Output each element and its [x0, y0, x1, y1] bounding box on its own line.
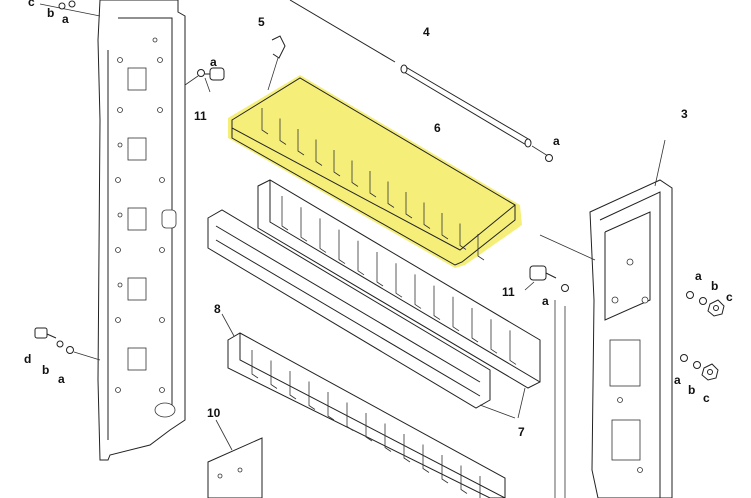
- part-8-rib: [384, 423, 392, 452]
- callout-10: 10: [207, 406, 221, 420]
- guide-7-upper: [257, 179, 541, 389]
- guide-7-rib: [433, 285, 441, 320]
- callout-6: 6: [434, 121, 441, 135]
- guide-rib: [441, 213, 449, 240]
- part-8-rib: [403, 434, 411, 463]
- callout-b-left: b: [42, 363, 49, 377]
- part-8: [221, 313, 506, 498]
- part-8-rib: [441, 455, 449, 484]
- guide-rib: [369, 171, 377, 198]
- guide-7-rib: [319, 218, 327, 253]
- part-8-rib: [422, 444, 430, 473]
- hardware-right-upper: [686, 291, 725, 317]
- guide-7-rib: [338, 229, 346, 264]
- callout-a-top: a: [210, 55, 217, 69]
- guide-ribs: [261, 108, 485, 261]
- callout-d-left: d: [24, 352, 31, 366]
- callout-a-right-1: a: [695, 269, 702, 283]
- callout-3: 3: [681, 107, 688, 121]
- hardware-top-left: [39, 0, 101, 17]
- guide-rib: [261, 108, 269, 135]
- callout-c-top-left: c: [28, 0, 35, 9]
- callout-11-mid: 11: [502, 285, 515, 299]
- hardware-right-lower: [680, 354, 719, 381]
- callout-4: 4: [423, 25, 430, 39]
- guide-rib: [279, 118, 287, 145]
- part-8-rib: [479, 476, 481, 498]
- callout-a-top-left: a: [62, 12, 69, 26]
- guide-7-rib: [395, 263, 403, 298]
- guide-7-rib: [452, 296, 460, 332]
- part-8-rib: [327, 392, 335, 421]
- callout-a-right-2: a: [674, 373, 681, 387]
- callout-8: 8: [214, 302, 221, 316]
- callout-11-top: 11: [194, 109, 207, 123]
- callout-a-left: a: [58, 372, 65, 386]
- part-8-rib: [270, 360, 278, 389]
- screw-11-top: [197, 67, 225, 93]
- hardware-left: [34, 327, 101, 361]
- callout-5: 5: [258, 15, 265, 29]
- guide-7-rib: [357, 240, 365, 276]
- part-10: [207, 419, 263, 498]
- guide-6-highlighted: [228, 75, 522, 268]
- guide-rib: [477, 234, 485, 261]
- guide-6-highlight: [228, 75, 522, 268]
- guide-rib: [351, 160, 359, 187]
- guide-rib: [315, 139, 323, 166]
- callout-b-right-2: b: [688, 383, 695, 397]
- part-8-rib: [289, 371, 297, 400]
- part-8-ribs: [251, 350, 481, 498]
- guide-7-rib: [376, 252, 384, 287]
- part-8-rib: [460, 465, 468, 494]
- guide-7-ribs: [281, 196, 517, 365]
- guide-7-rib: [281, 196, 289, 231]
- callout-c-right-1: c: [726, 290, 733, 304]
- callout-7: 7: [518, 425, 525, 439]
- part-8-rib: [308, 381, 316, 410]
- guide-rib: [387, 181, 395, 208]
- callout-c-right-2: c: [703, 391, 710, 405]
- rod-4: [289, 0, 553, 162]
- part-8-rib: [346, 402, 354, 431]
- guide-rib: [297, 129, 305, 156]
- callout-a-mid: a: [542, 294, 549, 308]
- left-frame-panel: [97, 0, 199, 461]
- guide-rib: [333, 150, 341, 177]
- guide-7-rib: [490, 319, 498, 354]
- guide-rib: [459, 223, 467, 250]
- bracket-5: [267, 35, 286, 91]
- part-8-rib: [251, 350, 259, 379]
- guide-rib: [423, 202, 431, 229]
- guide-7-rib: [471, 308, 479, 343]
- guide-rib: [405, 192, 413, 219]
- callout-labels: c b a 5 4 a 11 6 3 a a b c 11 a 8 d b a …: [24, 0, 733, 439]
- callout-a-right-top: a: [553, 134, 560, 148]
- guide-7-rib: [300, 207, 308, 242]
- part-8-rib: [365, 413, 373, 442]
- guide-7-lower: [207, 209, 526, 419]
- callout-b-top-left: b: [47, 6, 54, 20]
- guide-7-rib: [509, 330, 517, 365]
- callout-b-right-1: b: [711, 279, 718, 293]
- frame-holes: [115, 37, 177, 418]
- right-frame-panel: [539, 139, 673, 498]
- screw-11-mid: [524, 265, 569, 292]
- guide-7-rib: [414, 274, 422, 309]
